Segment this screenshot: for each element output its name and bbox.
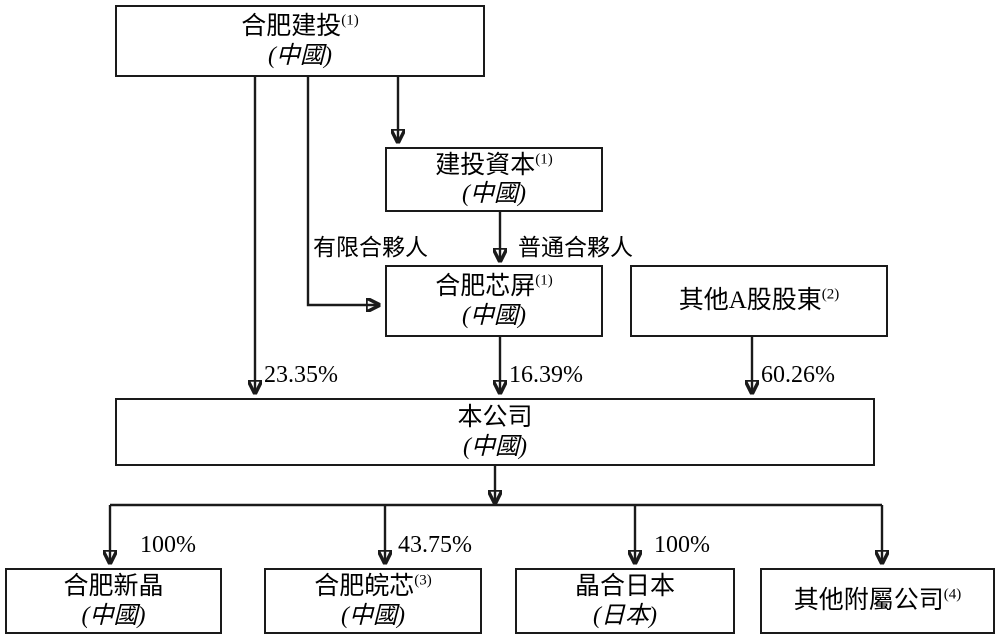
node-jiantou-capital-country: (中國): [462, 181, 526, 208]
node-other-subsidiaries-name: 其他附屬公司(4): [793, 586, 962, 615]
edge-label-limited-partner: 有限合夥人: [313, 235, 428, 260]
node-hefei-xinping-name: 合肥芯屏(1): [435, 272, 553, 301]
node-the-company-country: (中國): [463, 433, 527, 460]
node-hefei-wanxin[interactable]: 合肥皖芯(3) (中國): [264, 568, 482, 634]
node-hefei-xinping-country: (中國): [462, 302, 526, 329]
node-hefei-xinjing-name: 合肥新晶: [63, 573, 164, 601]
node-the-company-name: 本公司: [457, 404, 533, 432]
node-other-a-share-holders-name: 其他A股股東(2): [678, 286, 840, 315]
node-hefei-wanxin-country: (中國): [341, 602, 405, 629]
node-other-subsidiaries[interactable]: 其他附屬公司(4): [760, 568, 995, 634]
edge-label-jiantou-to-company-pct: 23.35%: [264, 362, 338, 388]
node-hefei-xinping[interactable]: 合肥芯屏(1) (中國): [385, 265, 603, 337]
edge-label-a-share-to-company-pct: 60.26%: [761, 362, 835, 388]
edge-label-xinping-to-company-pct: 16.39%: [509, 362, 583, 388]
edge-label-general-partner: 普通合夥人: [518, 235, 633, 260]
edge-label-company-to-wanxin-pct: 43.75%: [398, 532, 472, 558]
node-hefei-wanxin-name: 合肥皖芯(3): [314, 572, 432, 601]
node-hefei-jiantou[interactable]: 合肥建投(1) (中國): [115, 5, 485, 77]
node-jiantou-capital[interactable]: 建投資本(1) (中國): [385, 147, 603, 212]
node-the-company[interactable]: 本公司 (中國): [115, 398, 875, 466]
edge-label-company-to-xinjing-pct: 100%: [140, 532, 196, 558]
node-jinghe-japan-name: 晶合日本: [574, 573, 675, 601]
node-hefei-jiantou-country: (中國): [268, 42, 332, 69]
node-jinghe-japan-country: (日本): [593, 602, 657, 629]
node-other-a-share-holders[interactable]: 其他A股股東(2): [630, 265, 888, 337]
node-jinghe-japan[interactable]: 晶合日本 (日本): [515, 568, 735, 634]
node-hefei-xinjing[interactable]: 合肥新晶 (中國): [5, 568, 222, 634]
node-hefei-jiantou-name: 合肥建投(1): [241, 12, 359, 41]
edge-label-company-to-jinghe-japan-pct: 100%: [654, 532, 710, 558]
node-hefei-xinjing-country: (中國): [81, 602, 146, 629]
node-jiantou-capital-name: 建投資本(1): [435, 151, 553, 179]
